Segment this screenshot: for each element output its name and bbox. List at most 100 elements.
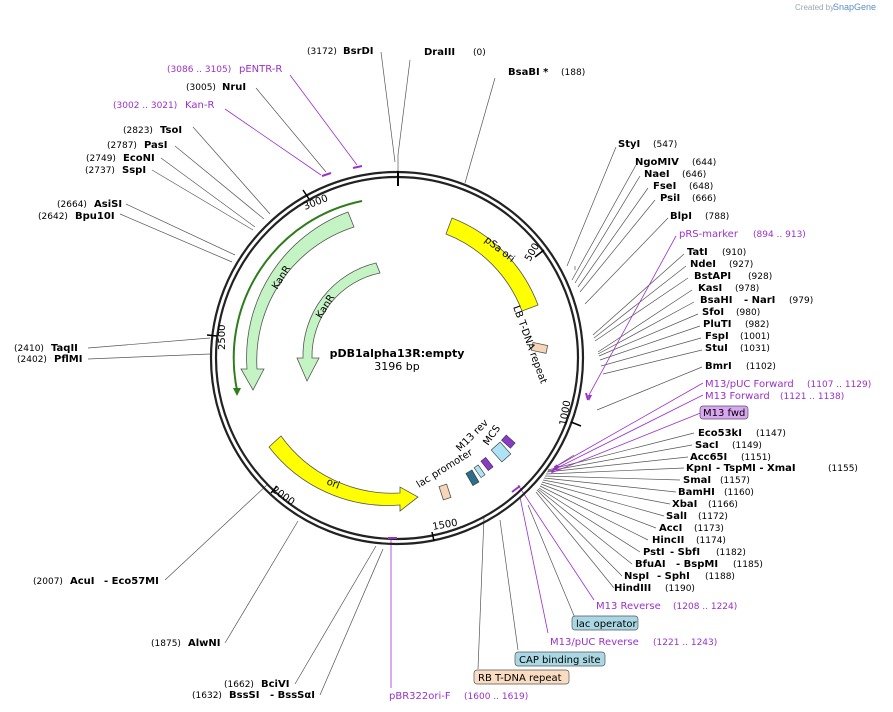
- site-bmri: BmrI: [705, 361, 732, 372]
- site-num-saci: (1149): [732, 441, 762, 451]
- site-num-xbai: (1166): [708, 500, 738, 510]
- site-num-tsoi: (2823): [123, 126, 153, 136]
- site-bstapi: BstAPI: [694, 271, 731, 282]
- ori-label: ori: [325, 477, 341, 492]
- site-num-econi: (2749): [86, 154, 116, 164]
- site-num-kasi: (978): [735, 284, 759, 294]
- site-ngomiv: NgoMIV: [635, 157, 679, 168]
- m13-fwd-box-label: M13 fwd: [703, 408, 745, 419]
- site-num-sfoi: (980): [736, 308, 760, 318]
- site-bsssai: - BssSαI: [270, 690, 315, 701]
- site-acui: AcuI: [70, 576, 95, 587]
- site-blpi: BlpI: [670, 211, 692, 222]
- site-psii: PsiI: [660, 193, 680, 204]
- primer-num-pentr-r: (3086 .. 3105): [167, 65, 231, 75]
- cap-site-feature: [465, 469, 480, 486]
- site-bcivi: BciVI: [261, 679, 289, 690]
- site-num-fspi: (1001): [740, 332, 770, 342]
- site-num-bsssi: (1632): [192, 691, 222, 701]
- site-taqii: TaqII: [51, 343, 78, 354]
- site-sspi: SspI: [122, 165, 146, 176]
- primer-num-pbr322ori-f: (1600 .. 1619): [464, 692, 528, 702]
- site-num-acc65i: (1151): [741, 453, 771, 463]
- site-tsoi: TsoI: [160, 125, 182, 136]
- cap-site-label: CAP binding site: [519, 655, 601, 666]
- site-num-bmri: (1102): [746, 362, 776, 372]
- site-num-sali: (1172): [698, 512, 728, 522]
- tick-label-1500: 1500: [432, 518, 459, 533]
- primer-num-prs-marker: (894 .. 913): [753, 230, 806, 240]
- site-bpu10i: Bpu10I: [75, 211, 115, 222]
- site-num-ndei: (927): [729, 260, 753, 270]
- site-kpni: KpnI: [686, 463, 712, 474]
- site-nrui: NruI: [222, 82, 246, 93]
- site-naei: NaeI: [644, 169, 670, 180]
- site-num-draiii: (0): [473, 48, 486, 58]
- mcs-feature: [490, 441, 512, 463]
- site-num-styi: (547): [653, 140, 677, 150]
- kanr-inner-feature: [296, 262, 381, 382]
- primer-m13-forward: M13 Forward: [705, 391, 770, 402]
- site-acc65i: Acc65I: [690, 452, 727, 463]
- lac-promoter-label: lac promoter: [415, 447, 476, 491]
- site-num-ngomiv: (644): [692, 158, 716, 168]
- site-num-pasi: (2787): [107, 141, 137, 151]
- site-bspmi: - BspMI: [676, 559, 718, 570]
- kanr-direction-line: [232, 200, 363, 391]
- kanr-outer-feature: [240, 211, 355, 391]
- site-bamhi: BamHI: [678, 487, 715, 498]
- site-num-pflmi: (2402): [17, 355, 47, 365]
- rb-repeat-label: RB T-DNA repeat: [478, 673, 562, 684]
- lac-operator-label: lac operator: [576, 619, 637, 630]
- site-fsei: FseI: [653, 181, 676, 192]
- site-alwni: AlwNI: [188, 638, 221, 649]
- ori-feature: [268, 435, 419, 512]
- primer-m13-puc-forward: M13/pUC Forward: [705, 379, 794, 390]
- leader-lines: [87, 51, 703, 696]
- site-acci: AccI: [659, 523, 682, 534]
- site-bsahi: BsaHI: [700, 295, 732, 306]
- site-num-sspi: (2737): [85, 166, 115, 176]
- tick-marks: [206, 189, 582, 542]
- psa-ori-feature: [445, 217, 539, 312]
- site-num-bsrdi: (3172): [307, 47, 337, 57]
- snapgene-logo: SnapGene: [833, 2, 876, 12]
- primer-pentr-r: pENTR-R: [239, 64, 282, 75]
- site-bsssi: BssSI: [229, 690, 259, 701]
- site-num-blpi: (788): [705, 212, 729, 222]
- primer-num-kan-r: (3002 .. 3021): [113, 101, 177, 111]
- site-num-bfuai: (1185): [733, 560, 763, 570]
- site-sfoi: SfoI: [702, 307, 724, 318]
- site-num-fsei: (648): [689, 182, 713, 192]
- site-num-naei: (646): [682, 170, 706, 180]
- lac-promoter-feature: [438, 483, 452, 501]
- site-draiii: DraIII: [424, 47, 455, 58]
- site-asisi: AsiSI: [94, 199, 122, 210]
- m13-rev-feature: [480, 457, 494, 471]
- plasmid-name: pDB1alpha13R:empty: [330, 347, 465, 360]
- primer-pbr322ori-f: pBR322ori-F: [389, 691, 451, 702]
- primer-leaders: [224, 74, 704, 688]
- site-bsrdi: BsrDI: [343, 46, 374, 57]
- site-num-hincii: (1174): [696, 536, 726, 546]
- site-pluti: PluTI: [703, 319, 731, 330]
- site-num-bsabi: (188): [561, 68, 585, 78]
- site-num-hindiii: (1190): [665, 584, 695, 594]
- m13-fwd-box: [699, 405, 749, 420]
- site-num-bpu10i: (2642): [38, 212, 68, 222]
- primer-num-m13-reverse: (1208 .. 1224): [673, 602, 737, 612]
- site-sali: SalI: [666, 511, 687, 522]
- site-nari: - NarI: [744, 295, 775, 306]
- site-num-bcivi: (1662): [224, 680, 254, 690]
- site-num-acui: (2007): [33, 577, 63, 587]
- lb-repeat-feature: [530, 341, 549, 354]
- site-econi: EcoNI: [123, 153, 155, 164]
- m13-fwd-feature: [501, 434, 516, 449]
- site-tspmi-xmai: - TspMI - XmaI: [716, 463, 796, 474]
- site-psti: PstI: [643, 547, 665, 558]
- site-bfuai: BfuAI: [635, 559, 666, 570]
- site-num-alwni: (1875): [151, 639, 181, 649]
- site-styi: StyI: [618, 139, 640, 150]
- site-num-kpni: (1155): [828, 464, 858, 474]
- site-sbfi: - SbfI: [670, 547, 700, 558]
